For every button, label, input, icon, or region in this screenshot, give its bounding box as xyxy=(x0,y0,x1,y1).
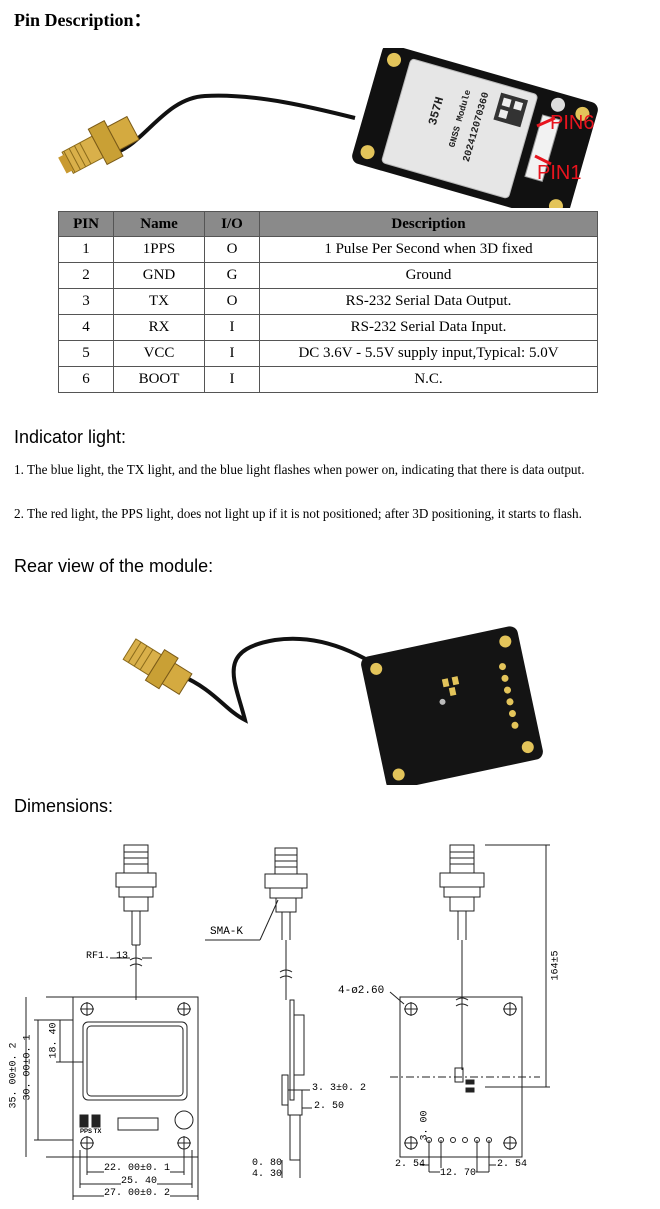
pin-cell: 1 xyxy=(58,236,114,263)
io-cell: I xyxy=(204,366,260,393)
indicator-light-heading: Indicator light: xyxy=(14,427,127,447)
name-cell: VCC xyxy=(113,340,205,367)
dim-t33: 3. 3±0. 2 xyxy=(312,1083,367,1094)
header-pin: PIN xyxy=(58,211,114,237)
dim-p1270: 12. 70 xyxy=(440,1168,477,1179)
dimension-drawing xyxy=(0,830,660,1205)
module-rear-photo xyxy=(115,620,555,790)
name-cell: RX xyxy=(113,314,205,341)
table-row: 1 1PPS O 1 Pulse Per Second when 3D fixe… xyxy=(58,236,598,263)
indicator-paragraph-1: 1. The blue light, the TX light, and the… xyxy=(14,462,585,477)
description-cell: DC 3.6V - 5.5V supply input,Typical: 5.0… xyxy=(259,340,598,367)
io-cell: I xyxy=(204,314,260,341)
pin-cell: 3 xyxy=(58,288,114,315)
description-cell: N.C. xyxy=(259,366,598,393)
dim-h35: 35. 00±0. 2 xyxy=(8,1042,20,1109)
pin-description-heading: Pin Description： xyxy=(14,10,152,30)
dim-w22: 22. 00±0. 1 xyxy=(104,1163,171,1174)
hole-label: 4-ø2.60 xyxy=(338,985,385,997)
rear-view-heading: Rear view of the module: xyxy=(14,556,214,576)
sma-label: SMA-K xyxy=(210,926,244,938)
indicator-paragraph-2: 2. The red light, the PPS light, does no… xyxy=(14,506,582,521)
header-description: Description xyxy=(259,211,598,237)
middle-side-view xyxy=(205,847,312,1178)
description-cell: RS-232 Serial Data Input. xyxy=(259,314,598,341)
rf-label: RF1. 13 xyxy=(86,951,129,962)
name-cell: 1PPS xyxy=(113,236,205,263)
io-cell: I xyxy=(204,340,260,367)
header-name: Name xyxy=(113,211,205,237)
dim-h30: 30. 00±0. 1 xyxy=(22,1034,34,1101)
pin-cell: 6 xyxy=(58,366,114,393)
left-front-view xyxy=(25,844,199,1200)
dim-len164: 164±5 xyxy=(550,945,562,986)
description-cell: 1 Pulse Per Second when 3D fixed xyxy=(259,236,598,263)
table-row: 3 TX O RS-232 Serial Data Output. xyxy=(58,288,598,315)
table-row: 2 GND G Ground xyxy=(58,262,598,289)
name-cell: BOOT xyxy=(113,366,205,393)
pin-table-header-row: PIN Name I/O Description xyxy=(58,211,598,237)
dim-w27: 27. 00±0. 2 xyxy=(104,1188,171,1199)
pin6-label: PIN6 xyxy=(550,112,595,134)
table-row: 6 BOOT I N.C. xyxy=(58,366,598,393)
module-front-photo: 357H GNSS Module 202412070360 xyxy=(55,44,615,222)
io-cell: O xyxy=(204,288,260,315)
dim-w25: 25. 40 xyxy=(121,1176,158,1187)
name-cell: GND xyxy=(113,262,205,289)
dim-t250: 2. 50 xyxy=(314,1101,345,1112)
pin-cell: 2 xyxy=(58,262,114,289)
dim-p254a: 2. 54 xyxy=(395,1159,426,1170)
pin1-label: PIN1 xyxy=(537,162,582,184)
pin-table: PIN Name I/O Description 1 1PPS O 1 Puls… xyxy=(58,211,598,393)
table-row: 4 RX I RS-232 Serial Data Input. xyxy=(58,314,598,341)
dim-p300: 3. 00 xyxy=(419,1110,431,1141)
description-cell: RS-232 Serial Data Output. xyxy=(259,288,598,315)
dim-p254b: 2. 54 xyxy=(497,1159,528,1170)
io-cell: G xyxy=(204,262,260,289)
io-cell: O xyxy=(204,236,260,263)
dim-h18: 18. 40 xyxy=(48,1022,60,1059)
pin-cell: 4 xyxy=(58,314,114,341)
pps-tx-label: PPS TX xyxy=(80,1129,102,1135)
name-cell: TX xyxy=(113,288,205,315)
description-cell: Ground xyxy=(259,262,598,289)
dimensions-heading: Dimensions: xyxy=(14,796,114,816)
dim-t080: 0. 80 xyxy=(252,1158,283,1169)
right-back-view xyxy=(389,844,550,1173)
table-row: 5 VCC I DC 3.6V - 5.5V supply input,Typi… xyxy=(58,340,598,367)
dim-t430: 4. 30 xyxy=(252,1169,283,1180)
header-io: I/O xyxy=(204,211,260,237)
pin-cell: 5 xyxy=(58,340,114,367)
